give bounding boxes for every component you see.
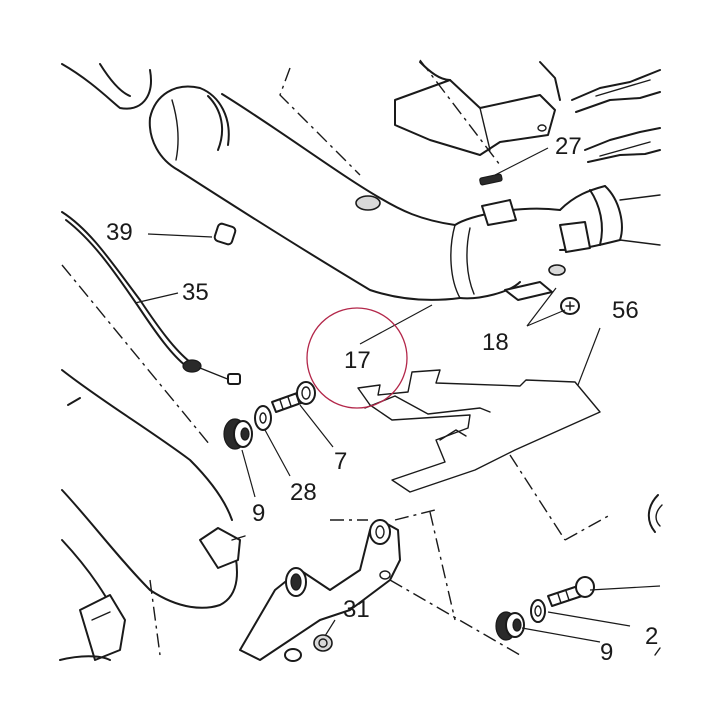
label-35: 35 xyxy=(182,279,209,306)
rubber-grommet-9-left[interactable] xyxy=(223,418,253,450)
heat-guard-56[interactable] xyxy=(357,369,601,493)
label-17: 17 xyxy=(344,347,371,374)
exhaust-pipe-17[interactable] xyxy=(61,63,661,301)
rubber-grommet-9-right[interactable] xyxy=(495,611,525,641)
bolt-2[interactable] xyxy=(547,576,595,607)
label-56: 56 xyxy=(612,297,639,324)
cap-39[interactable] xyxy=(213,222,237,246)
sensor-cable-35[interactable] xyxy=(61,211,241,385)
bolt-7[interactable] xyxy=(271,381,316,413)
label-18: 18 xyxy=(482,329,509,356)
label-27: 27 xyxy=(555,133,582,160)
leader-lines xyxy=(134,147,661,643)
nut-31[interactable] xyxy=(313,634,333,652)
label-28: 28 xyxy=(290,479,317,506)
label-7: 7 xyxy=(334,448,347,475)
mounting-bracket-lower xyxy=(239,519,401,662)
silencer-lower-left xyxy=(59,369,246,661)
label-2: 2 xyxy=(645,623,658,650)
center-lines xyxy=(61,59,611,656)
highlight-circle xyxy=(306,307,408,409)
label-9-left: 9 xyxy=(252,500,265,527)
heat-shield-top-right xyxy=(394,61,661,163)
label-31: 31 xyxy=(343,596,370,623)
screw-18[interactable] xyxy=(560,297,580,315)
partial-part-right-edge xyxy=(647,494,663,656)
part-number-labels: 39 35 27 17 18 56 7 28 9 31 2 9 xyxy=(106,133,658,666)
washer-28[interactable] xyxy=(254,405,272,431)
label-39: 39 xyxy=(106,219,133,246)
washer-right[interactable] xyxy=(530,599,546,623)
label-9-right: 9 xyxy=(600,639,613,666)
